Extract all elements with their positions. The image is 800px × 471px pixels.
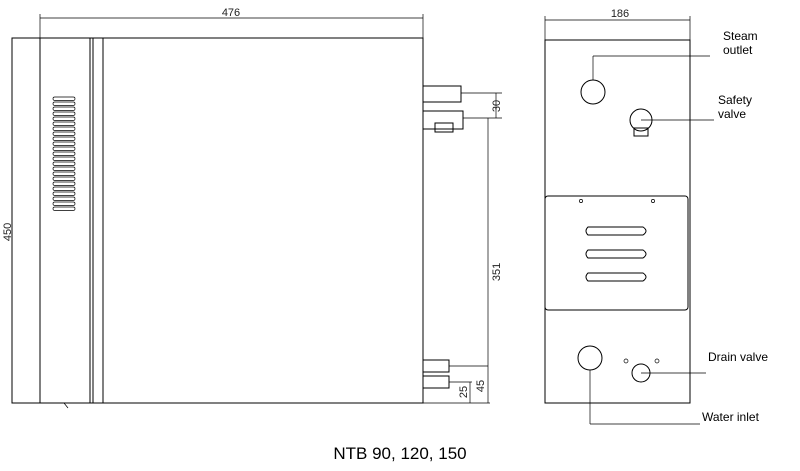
front-width-label: 186 [611, 8, 629, 20]
vent-slot [52, 111, 76, 116]
outlet-gap-label: 30 [491, 100, 503, 112]
model-caption: NTB 90, 120, 150 [333, 444, 467, 463]
vent-slot [52, 181, 76, 186]
vent-slot [52, 106, 76, 111]
vent-slot [52, 101, 76, 106]
drain-valve-label: Drain valve [708, 350, 768, 364]
vent-slot [52, 121, 76, 126]
front-body [544, 39, 691, 404]
vent-slot [52, 186, 76, 191]
water-inlet-pipe [422, 359, 450, 373]
steam-outlet-pipe [422, 85, 462, 103]
louvre [585, 249, 647, 259]
side-view: 476 450 30 351 25 45 [2, 7, 503, 409]
vent-slot [52, 171, 76, 176]
drain-high-label: 45 [475, 380, 487, 392]
steam-outlet-label-line2: outlet [723, 43, 753, 57]
width-dimension-label: 476 [222, 7, 240, 19]
louvre [585, 272, 647, 282]
vent-slot [52, 196, 76, 201]
louvre [585, 226, 647, 236]
vent-slot [52, 191, 76, 196]
safety-valve-label-line1: Safety [718, 93, 752, 107]
water-inlet-label: Water inlet [702, 410, 760, 424]
vent-slot [52, 96, 76, 101]
water-inlet-port [577, 345, 603, 371]
front-view: 186 [544, 8, 714, 425]
vent-slot [52, 136, 76, 141]
side-body [11, 37, 424, 404]
drain-pipe [422, 375, 450, 389]
steam-outlet-port [580, 79, 606, 105]
safety-valve-label-line2: valve [718, 107, 746, 121]
vent-slot [52, 156, 76, 161]
inlet-dimension-label: 351 [491, 263, 503, 281]
vent-slot [52, 161, 76, 166]
drain-low-label: 25 [458, 386, 470, 398]
vent-slot [52, 131, 76, 136]
vent-slot [52, 151, 76, 156]
safety-valve-pipe [422, 110, 464, 130]
vent-slot [52, 206, 76, 211]
height-dimension-label: 450 [2, 223, 14, 241]
panel-louvres [585, 226, 647, 282]
vent-slots [52, 96, 76, 211]
vent-slot [52, 146, 76, 151]
vent-slot [52, 126, 76, 131]
vent-slot [52, 116, 76, 121]
vent-slot [52, 176, 76, 181]
steam-outlet-label-line1: Steam [723, 29, 758, 43]
vent-slot [52, 166, 76, 171]
vent-slot [52, 201, 76, 206]
vent-slot [52, 141, 76, 146]
control-panel [544, 195, 689, 311]
